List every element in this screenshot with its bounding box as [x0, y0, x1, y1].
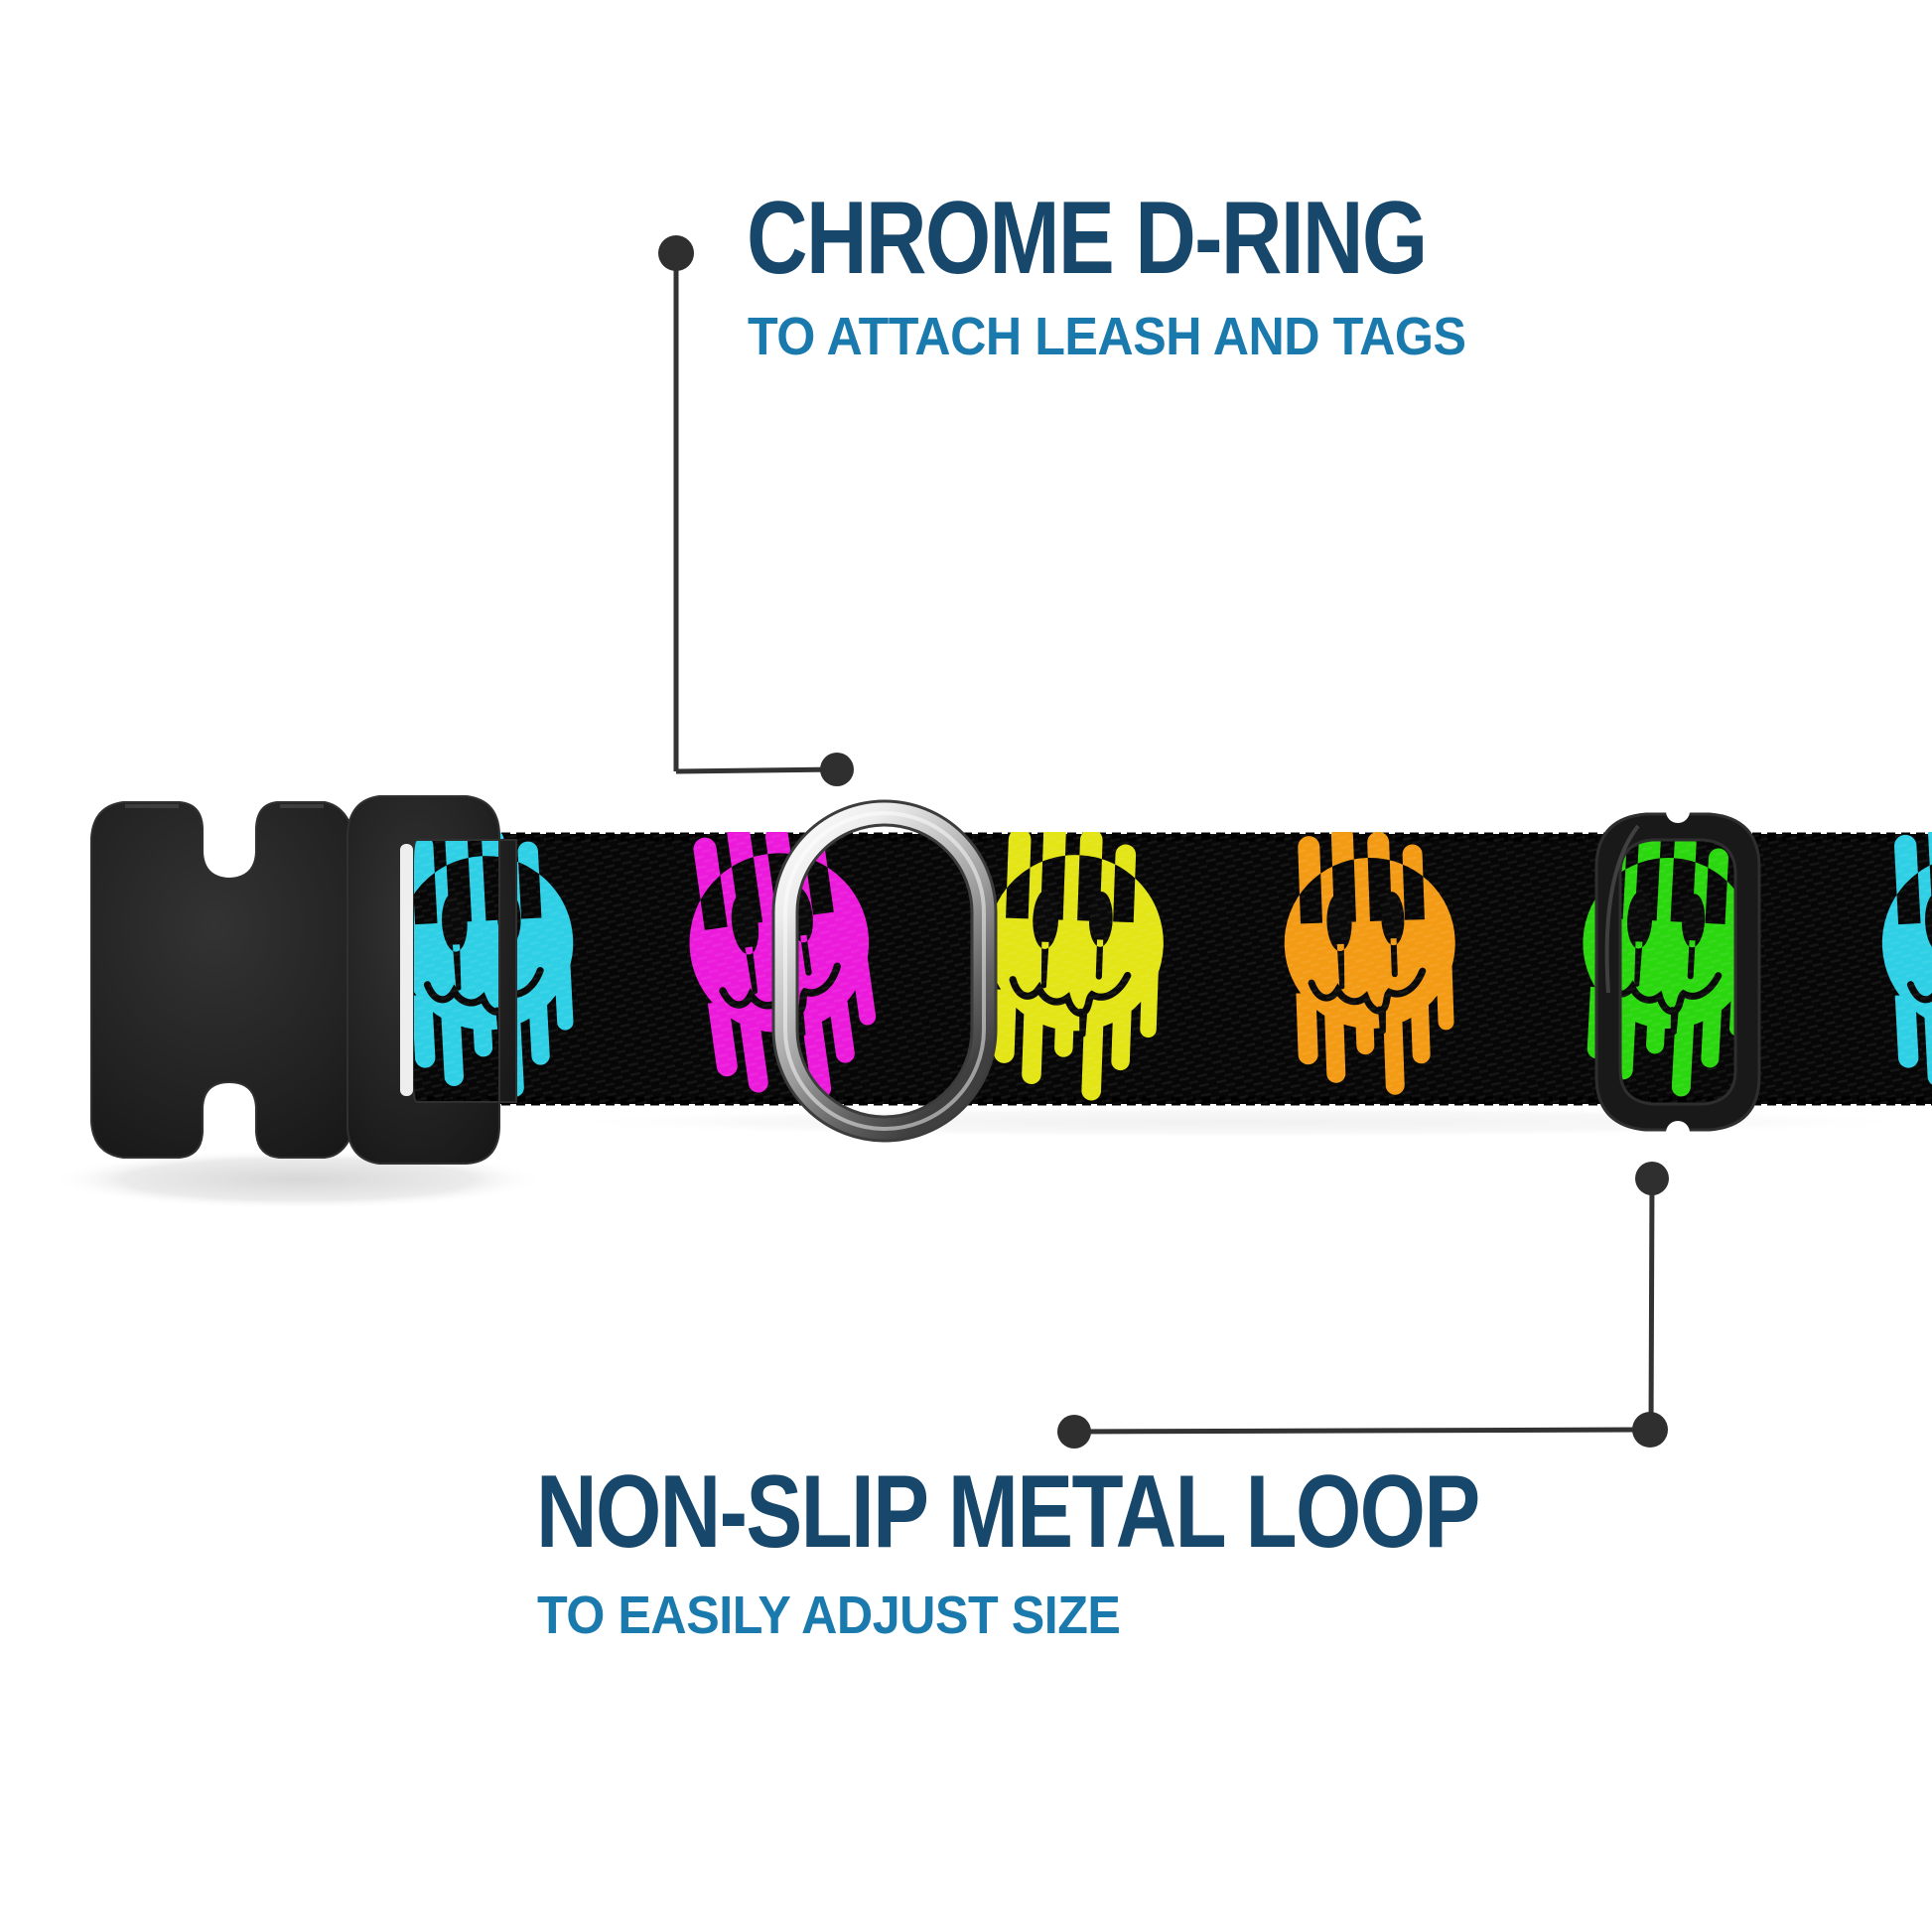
dring-callout-subtitle: TO ATTACH LEASH AND TAGS: [748, 307, 1466, 366]
dring-callout-dot-part: [820, 753, 854, 786]
side-release-buckle: [90, 795, 517, 1165]
loop-callout-dot-part: [1635, 1162, 1669, 1195]
loop-callout-dot-text: [1057, 1415, 1091, 1449]
dring-callout-connector: [658, 235, 854, 786]
loop-callout-title: NON-SLIP METAL LOOP: [536, 1454, 1480, 1570]
collar-strap: [338, 806, 1932, 1114]
dring-callout-dot-text: [658, 235, 694, 271]
loop-callout-connector: [1057, 1162, 1669, 1449]
dring-callout-title: CHROME D-RING: [747, 181, 1428, 296]
chrome-d-ring: [771, 799, 998, 1143]
loop-callout-dot-elbow: [1632, 1412, 1668, 1448]
loop-callout-subtitle: TO EASILY ADJUST SIZE: [537, 1586, 1121, 1645]
adjustment-slider: [1594, 799, 1761, 1145]
